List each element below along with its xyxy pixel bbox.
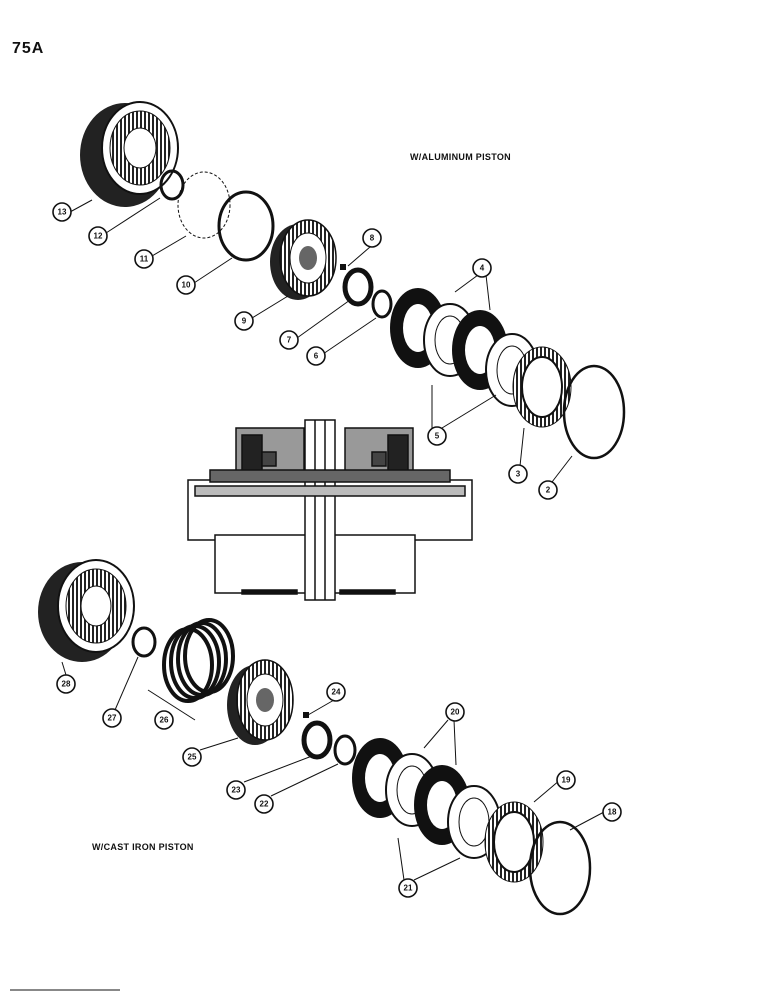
svg-text:25: 25 (188, 753, 197, 762)
caption-cast-iron-piston: W/CAST IRON PISTON (92, 842, 194, 852)
svg-text:26: 26 (160, 716, 169, 725)
snap-ring-12 (159, 169, 185, 201)
svg-text:24: 24 (332, 688, 341, 697)
svg-text:27: 27 (108, 714, 117, 723)
callout-22: 22 (254, 794, 274, 814)
callout-11: 11 (134, 249, 154, 269)
callout-4: 4 (472, 258, 492, 278)
callout-12: 12 (88, 226, 108, 246)
callout-3: 3 (508, 464, 528, 484)
washer-7 (342, 267, 374, 307)
svg-text:4: 4 (480, 264, 485, 273)
caption-aluminum-piston: W/ALUMINUM PISTON (410, 152, 511, 162)
plate-3 (512, 346, 572, 428)
spring-24 (303, 712, 309, 718)
callout-26: 26 (154, 710, 174, 730)
svg-text:10: 10 (182, 281, 191, 290)
seals-26 (162, 618, 235, 703)
callout-24: 24 (326, 682, 346, 702)
callout-23: 23 (226, 780, 246, 800)
svg-text:2: 2 (546, 486, 551, 495)
svg-text:13: 13 (58, 208, 67, 217)
callout-19: 19 (556, 770, 576, 790)
svg-text:9: 9 (242, 317, 247, 326)
drum-28 (38, 559, 135, 662)
svg-text:11: 11 (140, 255, 149, 264)
seal-11 (177, 171, 231, 239)
callout-6: 6 (306, 346, 326, 366)
callout-25: 25 (182, 747, 202, 767)
svg-text:21: 21 (404, 884, 413, 893)
washer-23 (301, 720, 333, 760)
snap-ring-27 (131, 626, 157, 658)
svg-text:22: 22 (260, 800, 269, 809)
snap-ring-22 (333, 734, 357, 766)
svg-text:5: 5 (435, 432, 440, 441)
snap-ring-6 (371, 289, 393, 319)
leader-lines (61, 197, 605, 881)
callout-20: 20 (445, 702, 465, 722)
svg-text:19: 19 (562, 776, 571, 785)
svg-text:6: 6 (314, 352, 319, 361)
callout-21: 21 (398, 878, 418, 898)
svg-text:12: 12 (94, 232, 103, 241)
callout-27: 27 (102, 708, 122, 728)
callout-9: 9 (234, 311, 254, 331)
spring-8 (340, 264, 346, 270)
callout-10: 10 (176, 275, 196, 295)
callout-28: 28 (56, 674, 76, 694)
snap-ring-18 (528, 820, 592, 916)
svg-text:7: 7 (287, 336, 292, 345)
drum-13 (80, 101, 179, 207)
svg-text:3: 3 (516, 470, 521, 479)
svg-text:18: 18 (608, 808, 617, 817)
assembly-cross-section (187, 419, 473, 601)
clutch-pack-bottom (352, 738, 501, 859)
piston-9 (270, 219, 337, 300)
svg-text:20: 20 (451, 708, 460, 717)
svg-text:28: 28 (62, 680, 71, 689)
callout-18: 18 (602, 802, 622, 822)
svg-text:8: 8 (370, 234, 375, 243)
callout-7: 7 (279, 330, 299, 350)
callout-13: 13 (52, 202, 72, 222)
callout-8: 8 (362, 228, 382, 248)
snap-ring-2 (562, 364, 626, 460)
seal-10 (217, 190, 275, 262)
callout-2: 2 (538, 480, 558, 500)
callout-5: 5 (427, 426, 447, 446)
plate-19 (484, 801, 544, 883)
piston-25 (227, 659, 294, 745)
page-number: 75A (12, 40, 45, 57)
svg-text:23: 23 (232, 786, 241, 795)
